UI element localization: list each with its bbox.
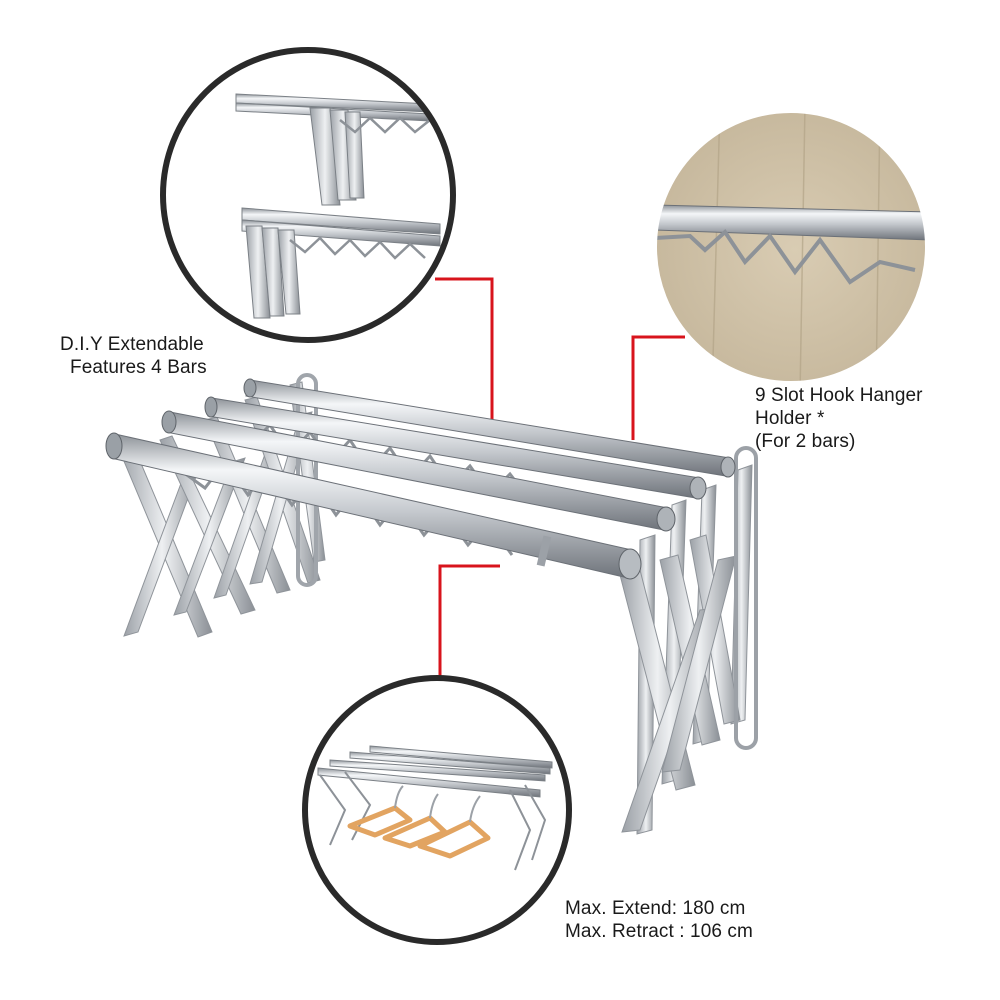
drying-rack-photo (105, 373, 758, 835)
rack-bar-1 (243, 378, 736, 478)
rack-bar-2 (204, 396, 707, 500)
hook-label-line-1: 9 Slot Hook Hanger (755, 385, 923, 406)
size-spec-label: Max. Extend: 180 cm Max. Retract : 106 c… (565, 897, 753, 943)
hook-label-line-2: Holder * (755, 408, 825, 429)
diy-label-line-2: Features 4 Bars (70, 357, 207, 378)
bracket-closeup-photo (160, 47, 456, 343)
max-retract-text: Max. Retract : 106 cm (565, 921, 753, 942)
rack-bar-3 (161, 410, 676, 532)
callout-line-hook (631, 335, 685, 440)
rack-with-hangers-photo (302, 675, 572, 945)
max-extend-text: Max. Extend: 180 cm (565, 898, 746, 919)
callout-line-hangers (438, 564, 500, 683)
diy-label-line-1: D.I.Y Extendable (60, 334, 204, 355)
hook-holder-closeup-photo (653, 109, 929, 385)
diy-extendable-label: D.I.Y Extendable Features 4 Bars (60, 333, 207, 379)
callout-lines (435, 277, 685, 683)
hook-label-line-3: (For 2 bars) (755, 431, 856, 452)
hook-holder-label: 9 Slot Hook Hanger Holder * (For 2 bars) (755, 384, 923, 453)
rack-bar-4 (105, 432, 642, 580)
rack-bars (105, 378, 736, 580)
callout-line-bracket (435, 277, 494, 420)
